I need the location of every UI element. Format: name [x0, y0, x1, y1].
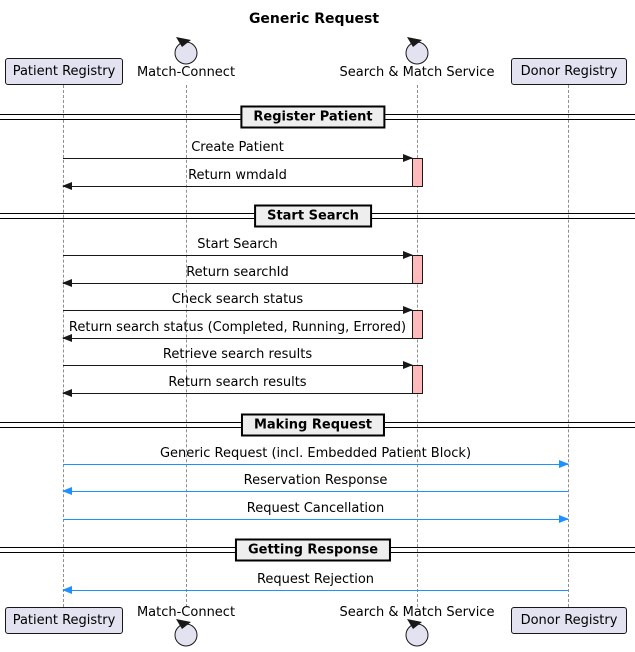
- participant-label: Donor Registry: [520, 613, 618, 628]
- section-label: Register Patient: [240, 105, 386, 129]
- message-label: Request Rejection: [256, 572, 375, 587]
- section-label: Start Search: [254, 204, 372, 228]
- control-icon-search-match-top: [403, 33, 431, 65]
- message-label: Create Patient: [191, 140, 284, 155]
- activation-bar: [412, 255, 423, 284]
- arrow-left: [62, 182, 412, 190]
- activation-bar: [412, 158, 423, 187]
- arrow-left: [62, 586, 568, 594]
- arrow-left: [62, 334, 412, 342]
- participant-patient-registry-top: Patient Registry: [5, 58, 123, 85]
- activation-bar: [412, 365, 423, 394]
- message-label: Return wmdaId: [188, 168, 287, 183]
- participant-label: Donor Registry: [520, 64, 618, 79]
- section-label: Getting Response: [234, 538, 392, 562]
- arrow-right: [63, 515, 569, 523]
- arrow-right: [63, 154, 413, 162]
- control-icon-match-connect-top: [172, 33, 200, 65]
- participant-donor-registry-bottom: Donor Registry: [511, 607, 627, 634]
- participant-label: Patient Registry: [12, 64, 116, 79]
- arrow-right: [63, 460, 569, 468]
- arrow-left: [62, 279, 412, 287]
- message-label: Generic Request (incl. Embedded Patient …: [159, 446, 472, 461]
- control-icon-match-connect-bottom: [172, 615, 200, 647]
- participant-donor-registry-top: Donor Registry: [511, 58, 627, 85]
- participant-match-connect-bottom: Match-Connect: [136, 605, 236, 620]
- message-label: Return search status (Completed, Running…: [68, 320, 407, 335]
- message-label: Return searchId: [186, 265, 289, 280]
- arrow-left: [62, 487, 568, 495]
- control-icon-search-match-bottom: [403, 615, 431, 647]
- section-label: Making Request: [240, 413, 386, 437]
- arrow-right: [63, 361, 413, 369]
- arrow-right: [63, 251, 413, 259]
- arrow-left: [62, 389, 412, 397]
- participant-match-connect-top: Match-Connect: [136, 65, 236, 80]
- message-label: Reservation Response: [243, 473, 388, 488]
- participant-search-match-top: Search & Match Service: [339, 65, 495, 80]
- activation-bar: [412, 310, 423, 339]
- lifeline-search-match-service: [417, 85, 418, 607]
- lifeline-match-connect: [186, 85, 187, 607]
- diagram-title: Generic Request: [248, 11, 380, 27]
- message-label: Request Cancellation: [246, 501, 385, 516]
- participant-search-match-bottom: Search & Match Service: [339, 605, 495, 620]
- arrow-right: [63, 306, 413, 314]
- lifeline-patient-registry: [63, 85, 64, 607]
- message-label: Return search results: [168, 375, 307, 390]
- message-label: Retrieve search results: [162, 347, 313, 362]
- participant-label: Patient Registry: [12, 613, 116, 628]
- message-label: Start Search: [197, 237, 278, 252]
- message-label: Check search status: [171, 292, 304, 307]
- participant-patient-registry-bottom: Patient Registry: [5, 607, 123, 634]
- lifeline-donor-registry: [568, 85, 569, 607]
